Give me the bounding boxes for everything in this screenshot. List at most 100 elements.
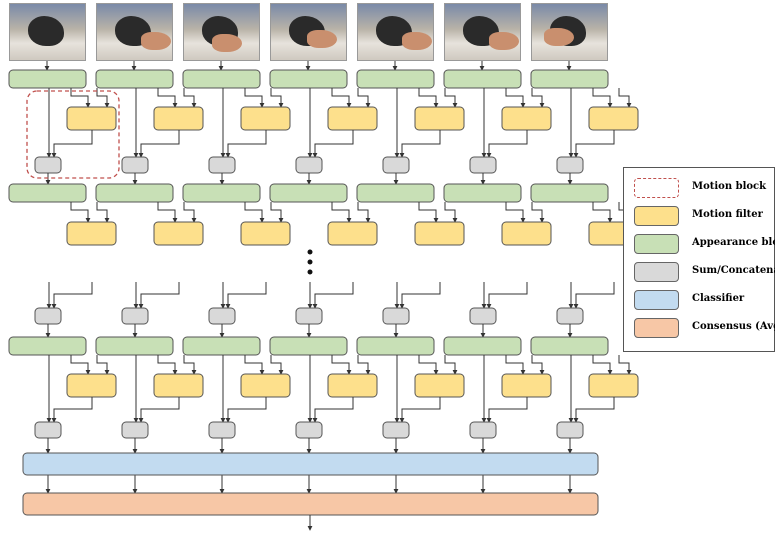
ellipsis-dot (307, 269, 313, 275)
sum-concatenate (556, 156, 584, 174)
motion-filter (153, 106, 204, 131)
neighbor-to-motion-filter-arrow (270, 88, 284, 108)
motion-filter-to-sum-arrow (51, 397, 93, 423)
neighbor-to-motion-filter-arrow (96, 202, 110, 223)
motion-filter-to-sum-arrow (486, 130, 528, 158)
appearance-block (356, 183, 435, 203)
sum-concatenate (34, 156, 62, 174)
neighbor-to-motion-filter-arrow (183, 88, 197, 108)
motion-filter (588, 106, 639, 131)
appearance-block (530, 69, 609, 89)
appearance-block (443, 69, 522, 89)
appearance-to-motion-filter-arrow (592, 88, 613, 108)
appearance-block (356, 336, 435, 356)
frame-hand (212, 34, 242, 52)
appearance-block (8, 69, 87, 89)
input-frame (357, 3, 434, 61)
appearance-to-motion-filter-arrow (505, 355, 526, 375)
motion-filter-to-sum-arrow (138, 397, 180, 423)
neighbor-to-motion-filter-arrow (96, 355, 110, 375)
motion-filter-to-sum-arrow (573, 282, 615, 309)
motion-filter (153, 221, 204, 246)
appearance-to-motion-filter-arrow (505, 88, 526, 108)
appearance-to-motion-filter-arrow (244, 88, 265, 108)
neighbor-to-motion-filter-arrow (531, 88, 545, 108)
motion-filter (327, 373, 378, 398)
legend-label: Consensus (Avg.) (692, 321, 775, 332)
motion-filter-to-sum-arrow (225, 282, 267, 309)
neighbor-to-motion-filter-arrow (357, 202, 371, 223)
appearance-block (530, 183, 609, 203)
neighbor-to-motion-filter-arrow (618, 355, 632, 375)
motion-filter-to-sum-arrow (312, 397, 354, 423)
neighbor-to-motion-filter-arrow (444, 355, 458, 375)
sum-concatenate (208, 156, 236, 174)
legend-item-classifier: Classifier (634, 290, 775, 312)
neighbor-to-motion-filter-arrow (618, 88, 632, 108)
motion-filter (327, 221, 378, 246)
motion-filter-to-sum-arrow (399, 397, 441, 423)
neighbor-to-motion-filter-arrow (531, 202, 545, 223)
motion-filter (153, 373, 204, 398)
legend-swatch-sum-concatenate (634, 262, 679, 282)
motion-filter (66, 106, 117, 131)
appearance-block (182, 69, 261, 89)
appearance-to-motion-filter-arrow (70, 355, 91, 375)
motion-filter-to-sum-arrow (399, 130, 441, 158)
motion-filter (414, 373, 465, 398)
ellipsis-dot (307, 259, 313, 265)
legend: Motion block Motion filter Appearance bl… (623, 167, 775, 352)
appearance-block (8, 336, 87, 356)
sum-concatenate (382, 156, 410, 174)
motion-filter (501, 221, 552, 246)
motion-filter-to-sum-arrow (486, 397, 528, 423)
motion-filter-to-sum-arrow (138, 282, 180, 309)
appearance-to-motion-filter-arrow (244, 355, 265, 375)
legend-label: Sum/Concatenate (692, 265, 775, 276)
edge-input-arrow (601, 397, 615, 410)
legend-label: Motion filter (692, 209, 763, 220)
appearance-block (443, 336, 522, 356)
frame-hand (402, 32, 432, 50)
sum-concatenate (208, 307, 236, 325)
ellipsis-dot (307, 249, 313, 255)
sum-concatenate (469, 421, 497, 439)
appearance-to-motion-filter-arrow (244, 202, 265, 223)
neighbor-to-motion-filter-arrow (531, 355, 545, 375)
input-frame (444, 3, 521, 61)
appearance-block (530, 336, 609, 356)
motion-filter (414, 221, 465, 246)
appearance-block (8, 183, 87, 203)
appearance-block (443, 183, 522, 203)
neighbor-to-motion-filter-arrow (270, 355, 284, 375)
motion-filter-to-sum-arrow (225, 130, 267, 158)
legend-swatch-motion-filter (634, 206, 679, 226)
motion-filter (66, 221, 117, 246)
motion-filter (240, 221, 291, 246)
legend-item-sum-concatenate: Sum/Concatenate (634, 262, 775, 284)
edge-input-arrow (601, 282, 615, 295)
sum-concatenate (295, 156, 323, 174)
frame-hand (141, 32, 171, 50)
motion-filter (240, 373, 291, 398)
edge-input-arrow (601, 130, 615, 145)
legend-item-appearance-block: Appearance block (634, 234, 775, 256)
motion-filter-to-sum-arrow (51, 282, 93, 309)
motion-filter-to-sum-arrow (51, 130, 93, 158)
neighbor-to-motion-filter-arrow (96, 88, 110, 108)
motion-filter-to-sum-arrow (138, 130, 180, 158)
legend-item-motion-block: Motion block (634, 178, 775, 200)
appearance-block (269, 69, 348, 89)
appearance-to-motion-filter-arrow (331, 355, 352, 375)
appearance-block (269, 183, 348, 203)
motion-filter-to-sum-arrow (312, 130, 354, 158)
legend-item-motion-filter: Motion filter (634, 206, 775, 228)
input-frame (183, 3, 260, 61)
appearance-block (95, 183, 174, 203)
sum-concatenate (34, 307, 62, 325)
legend-label: Motion block (692, 181, 767, 192)
appearance-to-motion-filter-arrow (70, 88, 91, 108)
legend-label: Classifier (692, 293, 745, 304)
classifier-block (22, 452, 599, 476)
